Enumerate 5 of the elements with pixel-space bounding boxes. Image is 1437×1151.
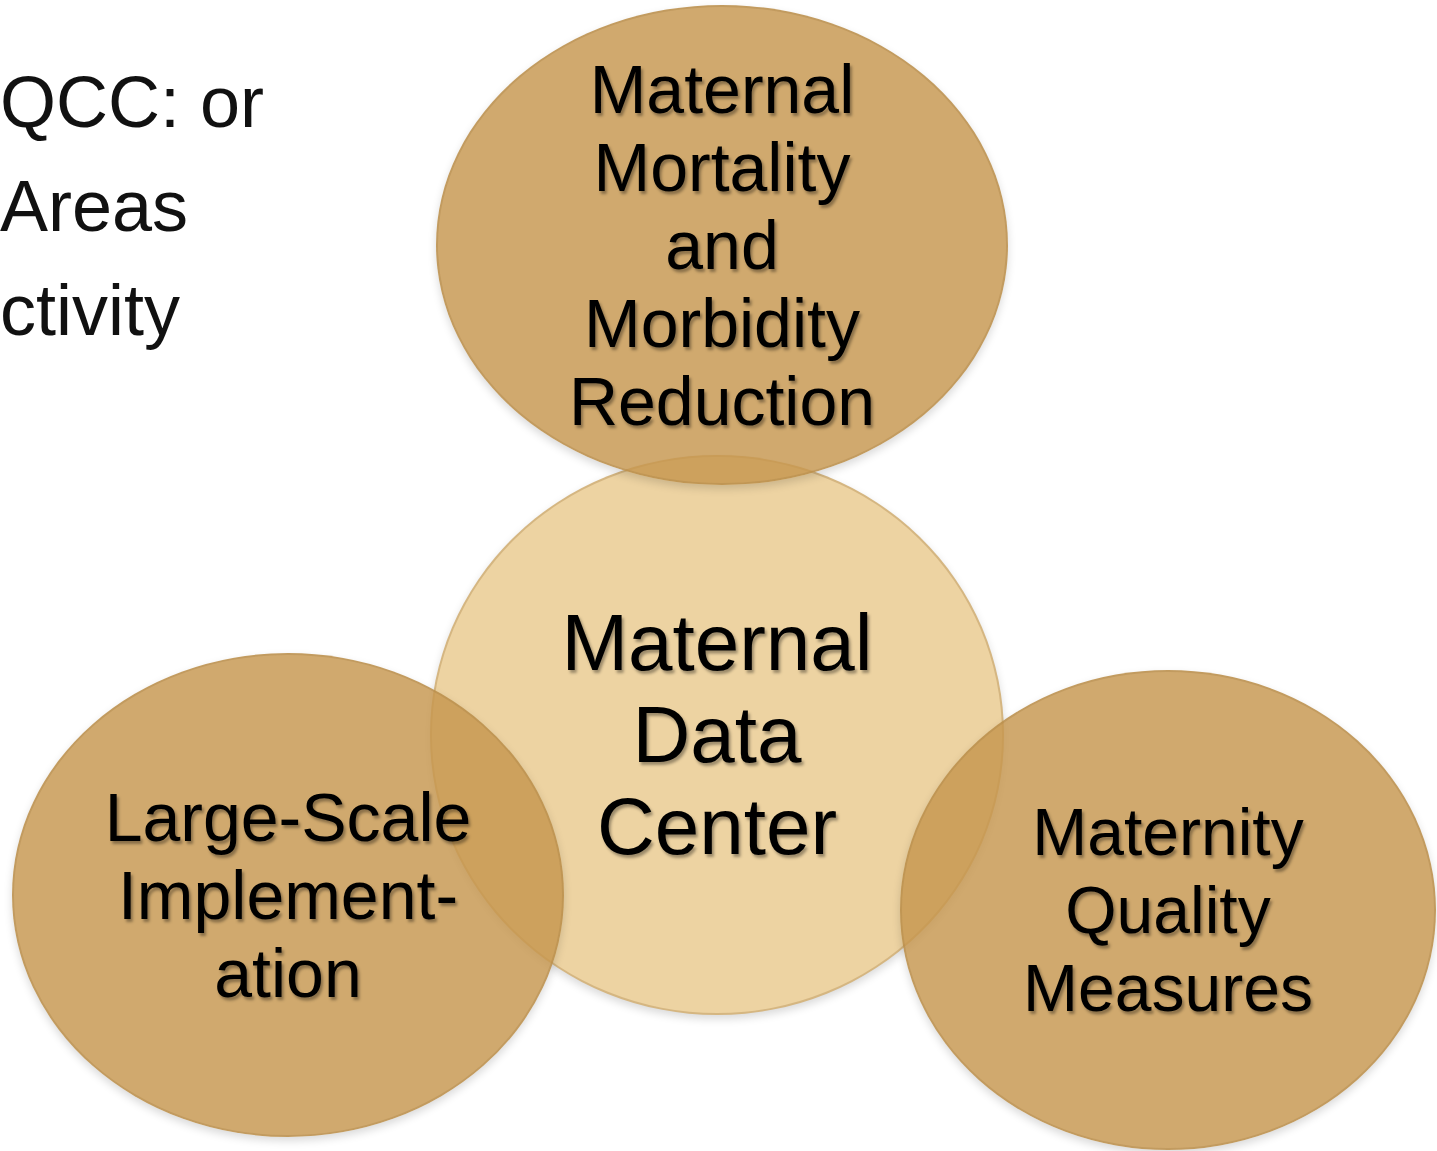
node-label: Large-Scale Implement-ation — [103, 778, 473, 1012]
node-label: Maternity Quality Measures — [1022, 794, 1314, 1027]
node-label: Maternal Data Center — [560, 597, 874, 873]
node-label: Maternal Mortality and Morbidity Reduction — [567, 50, 877, 440]
title: QCC: or Areas ctivity — [0, 61, 266, 352]
